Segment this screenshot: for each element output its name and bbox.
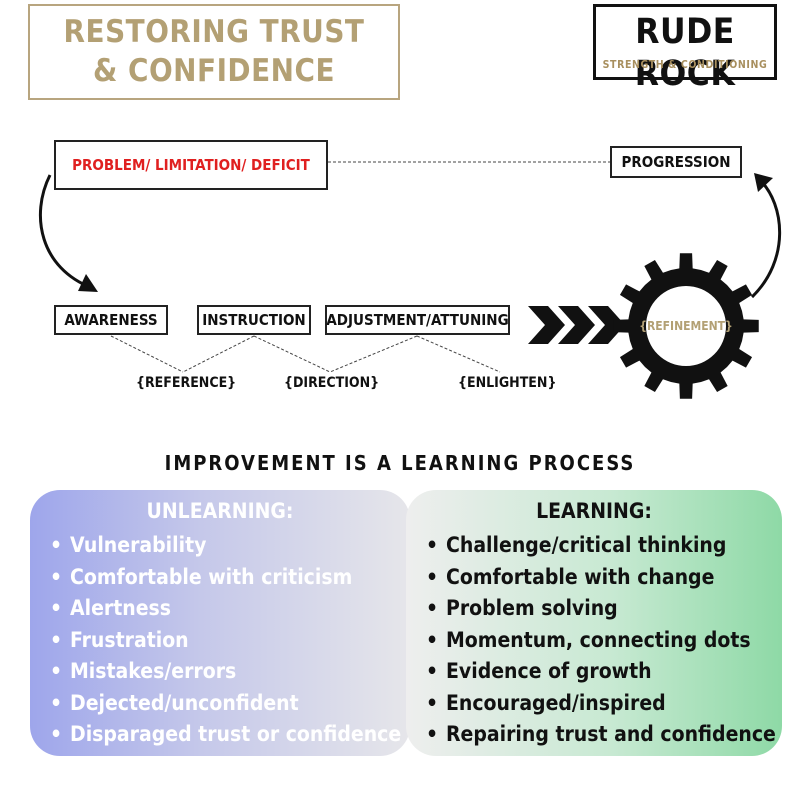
direction-label: {DIRECTION} xyxy=(284,375,380,391)
dashed-adjustment-direction xyxy=(329,335,418,373)
unlearning-title: UNLEARNING: xyxy=(146,499,294,523)
curved-arrow-up-head xyxy=(754,173,773,192)
logo-sub-text: STRENGTH & CONDITIONING xyxy=(602,59,768,71)
list-item: Disparaged trust or confidence xyxy=(40,719,401,751)
dashed-instruction-direction xyxy=(253,335,331,373)
learning-list: Challenge/critical thinking Comfortable … xyxy=(416,530,776,751)
list-item: Comfortable with criticism xyxy=(40,562,400,594)
list-item: Mistakes/errors xyxy=(40,656,400,688)
curved-arrow-down xyxy=(38,174,93,290)
list-item: Dejected/unconfident xyxy=(40,688,400,720)
dashed-adjustment-enlighten xyxy=(416,335,501,373)
list-item: Encouraged/inspired xyxy=(416,688,772,720)
logo-main-text: RUDE ROCK xyxy=(634,12,736,94)
chevron-2-icon xyxy=(558,306,595,344)
page-title: RESTORING TRUST & CONFIDENCE xyxy=(63,14,365,89)
problem-box: PROBLEM/ LIMITATION/ DEFICIT xyxy=(54,140,328,190)
reference-label: {REFERENCE} xyxy=(136,375,237,391)
chevron-1-icon xyxy=(528,306,565,344)
dashed-instruction-reference xyxy=(182,335,255,373)
list-item: Frustration xyxy=(40,625,400,657)
curved-arrow-down-head xyxy=(78,274,98,292)
unlearning-list: Vulnerability Comfortable with criticism… xyxy=(40,530,401,751)
instruction-box: INSTRUCTION xyxy=(197,305,311,335)
enlighten-label: {ENLIGHTEN} xyxy=(458,375,557,391)
list-item: Momentum, connecting dots xyxy=(416,625,772,657)
gear-icon xyxy=(613,253,759,399)
gear-shape xyxy=(613,253,759,399)
learning-title: LEARNING: xyxy=(536,499,652,523)
curved-arrow-up xyxy=(750,178,782,299)
chevron-3-icon xyxy=(588,306,625,344)
list-item: Repairing trust and confidence xyxy=(416,719,776,751)
list-item: Problem solving xyxy=(416,593,772,625)
list-item: Alertness xyxy=(40,593,400,625)
list-item: Comfortable with change xyxy=(416,562,772,594)
adjustment-box: ADJUSTMENT/ATTUNING xyxy=(325,305,510,335)
progression-box: PROGRESSION xyxy=(610,146,742,178)
refinement-label: {REFINEMENT} xyxy=(639,319,733,333)
list-item: Evidence of growth xyxy=(416,656,772,688)
rude-rock-logo: RUDE ROCK STRENGTH & CONDITIONING xyxy=(593,4,777,94)
title-box: RESTORING TRUST & CONFIDENCE xyxy=(28,4,400,100)
list-item: Vulnerability xyxy=(40,530,400,562)
dashed-awareness-reference xyxy=(110,335,184,373)
learning-panel: LEARNING: Challenge/critical thinking Co… xyxy=(406,490,782,756)
awareness-box: AWARENESS xyxy=(54,305,168,335)
section-heading: IMPROVEMENT IS A LEARNING PROCESS xyxy=(164,451,636,475)
list-item: Challenge/critical thinking xyxy=(416,530,772,562)
unlearning-panel: UNLEARNING: Vulnerability Comfortable wi… xyxy=(30,490,410,756)
